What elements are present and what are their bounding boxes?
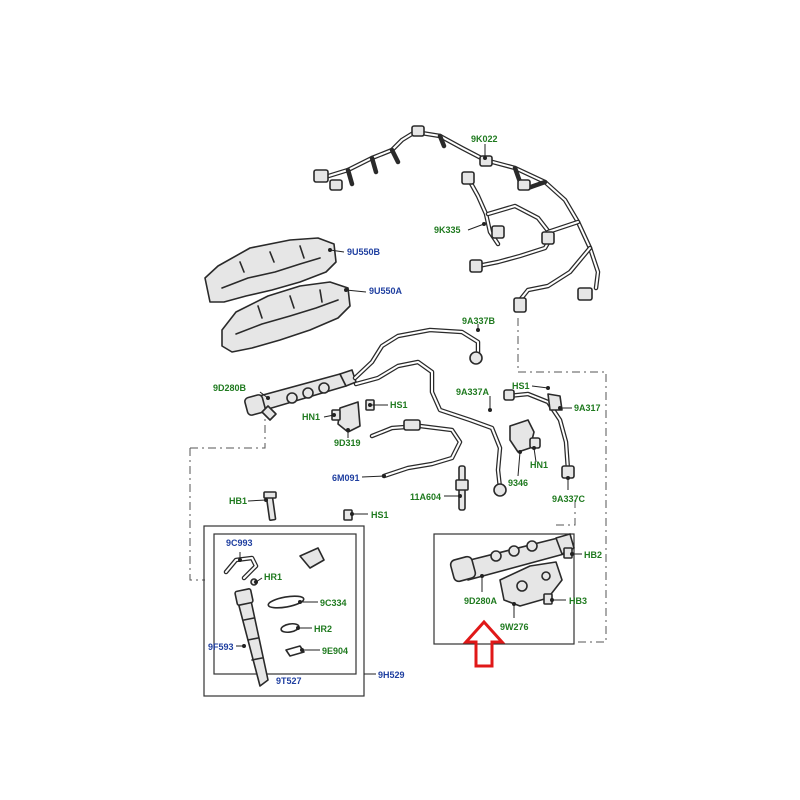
label-9a337b: 9A337B — [462, 316, 496, 326]
label-hs1-upper: HS1 — [390, 400, 408, 410]
clamp-near-hs1 — [299, 509, 353, 569]
label-9k335: 9K335 — [434, 225, 461, 235]
fuel-rail-9d280b — [244, 369, 357, 421]
relationship-lines — [189, 318, 607, 643]
label-9w276: 9W276 — [500, 622, 529, 632]
fuel-pipe-9a337b — [352, 327, 483, 381]
label-hn1-right: HN1 — [530, 460, 548, 470]
label-hb2: HB2 — [584, 550, 602, 560]
injector-9f593 — [234, 588, 269, 687]
pressure-sensor-9346 — [509, 419, 541, 453]
part-labels: 9K022 9K335 9U550B 9U550A 9A337B 9D280B … — [208, 134, 602, 686]
engine-cover-9u550a — [221, 281, 351, 353]
harness-6m091 — [369, 419, 463, 479]
label-hb1: HB1 — [229, 496, 247, 506]
label-9h529: 9H529 — [378, 670, 405, 680]
label-9k022: 9K022 — [471, 134, 498, 144]
fuel-pipe-9a337a — [353, 359, 507, 497]
bracket-9a317 — [547, 393, 563, 411]
label-9u550a: 9U550A — [369, 286, 403, 296]
label-9a317: 9A317 — [574, 403, 601, 413]
label-9t527: 9T527 — [276, 676, 302, 686]
highlight-arrow — [462, 619, 506, 668]
label-9346: 9346 — [508, 478, 528, 488]
engine-wiring-harness — [313, 125, 601, 313]
seal-9c334 — [267, 595, 305, 609]
label-9c334: 9C334 — [320, 598, 347, 608]
label-hr2: HR2 — [314, 624, 332, 634]
fuel-rail-9d280a — [449, 533, 575, 583]
label-hr1: HR1 — [264, 572, 282, 582]
label-9d280b: 9D280B — [213, 383, 247, 393]
fuel-pipe-9a337c — [503, 389, 575, 479]
label-9f593: 9F593 — [208, 642, 234, 652]
leak-off-pipe-9c993 — [223, 555, 259, 581]
engine-cover-9u550b — [204, 237, 337, 303]
label-9a337c: 9A337C — [552, 494, 586, 504]
label-9c993: 9C993 — [226, 538, 253, 548]
bolt-hb1 — [263, 491, 277, 521]
glow-plug-11a604 — [455, 465, 469, 511]
label-9u550b: 9U550B — [347, 247, 381, 257]
washer-9e904 — [285, 645, 305, 657]
label-hb3: HB3 — [569, 596, 587, 606]
label-hs1-right: HS1 — [512, 381, 530, 391]
label-9e904: 9E904 — [322, 646, 348, 656]
leader-lines — [236, 144, 582, 675]
injector-kit-box-9h529 — [203, 525, 365, 697]
injector-seal-kit-box-9t527 — [213, 533, 357, 675]
label-9a337a: 9A337A — [456, 387, 490, 397]
fuel-rail-kit-box — [433, 533, 575, 645]
label-9d280a: 9D280A — [464, 596, 498, 606]
label-6m091: 6M091 — [332, 473, 360, 483]
label-9d319: 9D319 — [334, 438, 361, 448]
bracket-9d319 — [331, 399, 375, 433]
label-hs1-lower: HS1 — [371, 510, 389, 520]
label-11a604: 11A604 — [410, 492, 441, 502]
label-hn1-left: HN1 — [302, 412, 320, 422]
